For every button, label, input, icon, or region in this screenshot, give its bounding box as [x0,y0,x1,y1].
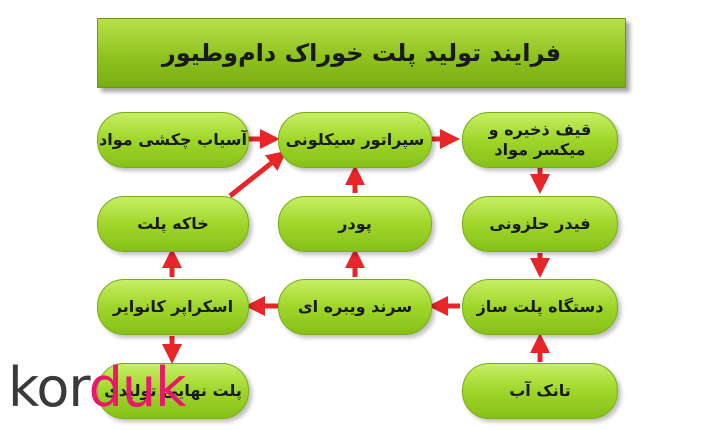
node-vibrating-sieve: سرند ویبره ای [278,279,432,335]
node-pellet-dust: خاکه پلت [97,196,249,252]
node-powder-label: پودر [338,214,372,233]
title-banner: فرایند تولید پلت خوراک دام‌وطیور [97,18,626,88]
node-scraper-conveyor: اسکراپر کانوایر [97,279,249,335]
node-water-tank: تانک آب [462,363,618,419]
node-screw-feeder-label: فیدر حلزونی [489,214,591,233]
watermark-part2: duk [88,356,187,419]
diagram-title: فرایند تولید پلت خوراک دام‌وطیور [161,39,562,67]
node-powder: پودر [278,196,432,252]
node-cyclone-label: سپراتور سیکلونی [285,130,425,149]
watermark-part1: kor [8,356,90,419]
node-cyclone: سپراتور سیکلونی [278,112,432,168]
node-final-product: پلت نهایی تولیدی [97,363,249,419]
node-grinder: آسیاب چکشی مواد [97,112,249,168]
node-pellet-machine: دستگاه پلت ساز [462,279,618,335]
arrow-dust-to-cyclone [228,150,287,198]
node-water-tank-label: تانک آب [509,381,571,400]
node-vibrating-sieve-label: سرند ویبره ای [297,297,413,316]
watermark-logo: korduk [8,356,187,419]
node-scraper-conveyor-label: اسکراپر کانوایر [112,297,234,316]
node-final-product-label: پلت نهایی تولیدی [104,381,242,400]
node-grinder-label: آسیاب چکشی مواد [99,130,247,149]
node-hopper-label: قیف ذخیره و میکسر مواد [488,120,592,159]
node-hopper: قیف ذخیره و میکسر مواد [462,112,618,168]
node-screw-feeder: فیدر حلزونی [462,196,618,252]
node-pellet-machine-label: دستگاه پلت ساز [476,297,604,316]
node-pellet-dust-label: خاکه پلت [137,214,209,233]
